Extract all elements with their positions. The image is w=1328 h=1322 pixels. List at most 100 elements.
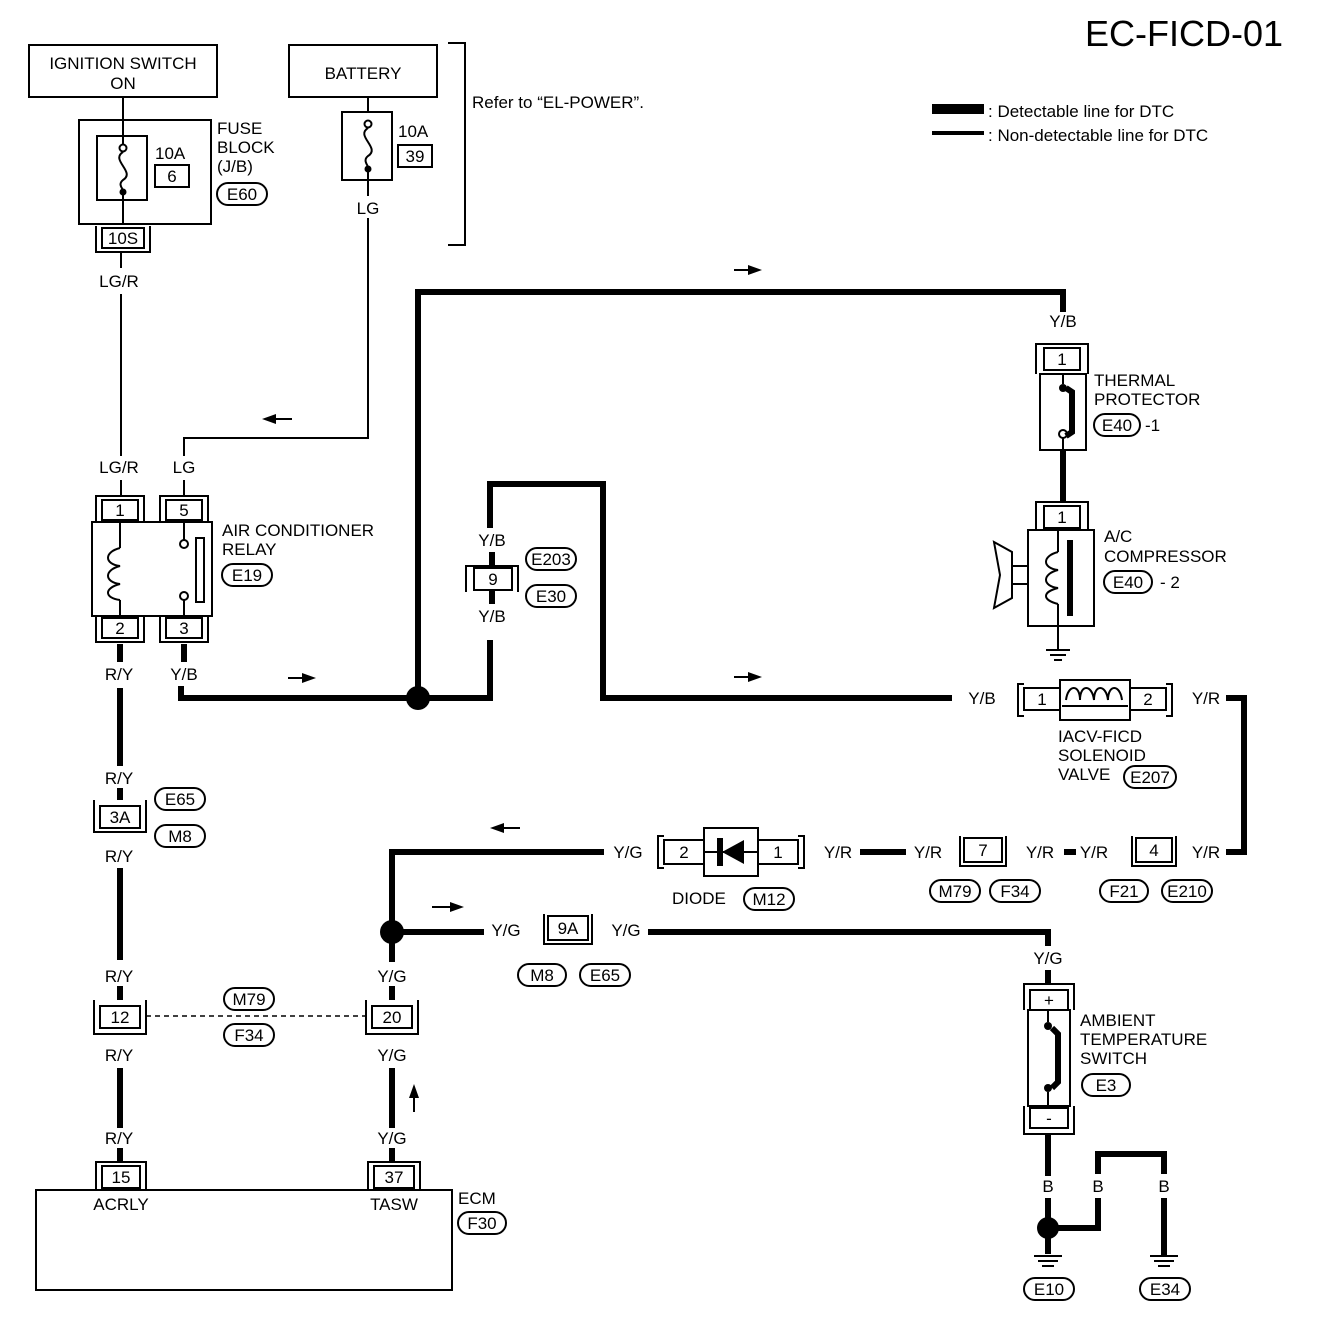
wire-color-ry-3a-top: R/Y bbox=[105, 769, 133, 788]
fuse-6-top-terminal bbox=[118, 143, 128, 153]
diode-connector-badge bbox=[743, 887, 795, 911]
thermal-protector: 1 THERMAL PROTECTOR E40 -1 bbox=[1035, 343, 1200, 451]
yb-junction-to-thermal-wire bbox=[415, 289, 1066, 698]
wire-color-ry-relay: R/Y bbox=[105, 665, 133, 684]
wire-color-lg-top: LG bbox=[357, 199, 380, 218]
ats-bimetal-strip bbox=[1049, 1025, 1061, 1091]
ignition-switch-box bbox=[28, 44, 218, 98]
b-ground-jumper-wire bbox=[1095, 1151, 1167, 1174]
thermal-label-2: PROTECTOR bbox=[1094, 390, 1200, 409]
wire-color-yr-conn4-left: Y/R bbox=[1080, 843, 1108, 862]
ats-contact-top bbox=[1044, 1022, 1052, 1030]
conn-7-badge-a bbox=[929, 879, 981, 903]
fuse-39-amperage: 10A bbox=[398, 122, 429, 141]
thermal-pin: 1 bbox=[1057, 350, 1066, 369]
compressor-pin-housing bbox=[1035, 501, 1089, 530]
relay-body bbox=[91, 521, 213, 617]
wire-color-ry-12-top: R/Y bbox=[105, 967, 133, 986]
ats-label-3: SWITCH bbox=[1080, 1049, 1147, 1068]
thermal-pin-box bbox=[1043, 347, 1081, 371]
yb-top-direction-arrow bbox=[748, 265, 762, 275]
wire-color-yb-iacv: Y/B bbox=[968, 689, 995, 708]
fuse-block-connector-id: E60 bbox=[227, 185, 257, 204]
iacv-coil bbox=[1065, 687, 1123, 701]
ecm-pin15-housing bbox=[95, 1161, 147, 1190]
legend-detectable-label: : Detectable line for DTC bbox=[988, 102, 1174, 121]
power-bracket bbox=[448, 42, 466, 246]
relay-pin2-housing bbox=[95, 616, 145, 643]
conn-7-number: 7 bbox=[978, 841, 987, 860]
thermal-pin-housing bbox=[1035, 343, 1089, 374]
ambient-temperature-switch: + - AMBIENT TEMPERATURE SWITCH E3 bbox=[1023, 983, 1207, 1135]
fuse-39-bottom-terminal bbox=[364, 165, 372, 173]
conn-20-number: 20 bbox=[383, 1008, 402, 1027]
diagram-title: EC-FICD-01 bbox=[1085, 13, 1283, 54]
conn-9a-id-a: M8 bbox=[530, 966, 554, 985]
ground-e34-id: E34 bbox=[1150, 1280, 1180, 1299]
yg-diode-direction-arrow bbox=[490, 823, 504, 833]
fuse-6-element bbox=[118, 151, 128, 191]
conn-m79-badge bbox=[223, 987, 275, 1011]
wire-color-yg-9a-left: Y/G bbox=[491, 921, 520, 940]
iacv-pin2-box bbox=[1129, 687, 1167, 711]
battery-label: BATTERY bbox=[325, 64, 402, 83]
ecm-pin37-housing bbox=[367, 1161, 421, 1190]
ats-plus-housing bbox=[1023, 983, 1075, 1010]
fuse-6-bottom-terminal bbox=[119, 188, 127, 196]
diode-symbol-triangle bbox=[722, 840, 744, 864]
ecm-pin37: 37 bbox=[385, 1168, 404, 1187]
wire-color-b-3: B bbox=[1158, 1177, 1169, 1196]
conn-3a-id-a: E65 bbox=[165, 790, 195, 809]
wire-color-yr-iacv: Y/R bbox=[1192, 689, 1220, 708]
conn-7-housing bbox=[959, 836, 1007, 867]
ats-label-1: AMBIENT bbox=[1080, 1011, 1156, 1030]
fuse-39-element bbox=[363, 127, 373, 168]
relay-pin3-box bbox=[165, 617, 203, 639]
diode: 1 2 DIODE M12 bbox=[657, 827, 805, 911]
relay-pin3: 3 bbox=[179, 619, 188, 638]
fuse-39-number-box bbox=[397, 144, 433, 168]
conn-4-id-b: E210 bbox=[1167, 882, 1207, 901]
ecm-pin15-box bbox=[101, 1165, 141, 1189]
yb-relay-to-junction-wire bbox=[178, 686, 418, 701]
conn-20-housing bbox=[365, 1000, 419, 1035]
conn-9a-housing bbox=[543, 914, 593, 945]
yg-9a-to-ats-wire bbox=[648, 929, 1051, 946]
wire-color-yr-diode: Y/R bbox=[824, 843, 852, 862]
fuse-block-label-2: BLOCK bbox=[217, 138, 275, 157]
fuse-block-label-3: (J/B) bbox=[217, 157, 253, 176]
ac-compressor: 1 A/C COMPRESSOR E40 - 2 bbox=[992, 501, 1227, 661]
diode-label: DIODE bbox=[672, 889, 726, 908]
iacv-label-3: VALVE bbox=[1058, 765, 1110, 784]
yg-ats-direction-arrow bbox=[450, 902, 464, 912]
conn-9a-badge-a bbox=[517, 963, 567, 987]
conn-9a-number: 9A bbox=[558, 919, 579, 938]
yg-diode-to-junction-wire bbox=[389, 849, 604, 932]
ground-e10-id: E10 bbox=[1034, 1280, 1064, 1299]
ecm-pin37-box bbox=[373, 1165, 415, 1189]
diode-pin1-housing bbox=[798, 835, 805, 869]
wire-color-yg-9a-right: Y/G bbox=[611, 921, 640, 940]
iacv-pin2: 2 bbox=[1143, 690, 1152, 709]
compressor-connector-id: E40 bbox=[1113, 573, 1143, 592]
relay-pin1-box bbox=[101, 499, 139, 521]
fuse-block: 10A 6 FUSE BLOCK (J/B) E60 10S bbox=[78, 97, 275, 253]
relay-connector-badge bbox=[221, 563, 273, 587]
conn-20-box bbox=[371, 1005, 413, 1029]
fuse-block-terminal-housing bbox=[95, 226, 151, 253]
relay-pin5-housing bbox=[159, 495, 209, 522]
wire-color-b-2: B bbox=[1092, 1177, 1103, 1196]
fuse-block-terminal-id: 10S bbox=[108, 229, 138, 248]
conn-12-number: 12 bbox=[111, 1008, 130, 1027]
iacv-label-1: IACV-FICD bbox=[1058, 727, 1142, 746]
relay-connector-id: E19 bbox=[232, 566, 262, 585]
fuse-6-amperage: 10A bbox=[155, 144, 186, 163]
conn-7-id-a: M79 bbox=[938, 882, 971, 901]
wire-color-yb-relay: Y/B bbox=[170, 665, 197, 684]
diode-pin2: 2 bbox=[679, 843, 688, 862]
wire-color-yb-thermal: Y/B bbox=[1049, 312, 1076, 331]
relay-pin1: 1 bbox=[115, 501, 124, 520]
wire-color-ry-3a-bottom: R/Y bbox=[105, 847, 133, 866]
diode-pin1-box bbox=[757, 839, 799, 865]
ats-plus-terminal: + bbox=[1044, 991, 1054, 1010]
